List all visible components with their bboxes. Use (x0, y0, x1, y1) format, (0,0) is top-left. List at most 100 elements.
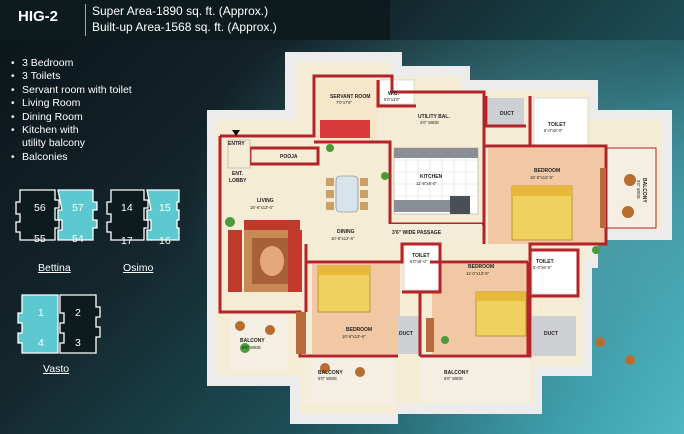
unit-2: 2 (75, 307, 81, 319)
label-balcony2: BALCONY (318, 370, 343, 376)
balcony3-floor (420, 354, 530, 402)
bullet-icon: • (11, 125, 15, 137)
bullet-icon: • (11, 151, 15, 163)
unit-4: 4 (38, 337, 44, 349)
feature-item: •Balconies (11, 150, 68, 163)
unit-1: 1 (38, 307, 44, 319)
toilet3-floor (531, 249, 579, 295)
toilet2-floor (403, 243, 441, 291)
label-toilet2: TOILET (412, 253, 430, 259)
bullet-icon: • (11, 58, 15, 69)
wardrobe2 (426, 318, 434, 352)
key-plan-osimo: 14 15 17 16 (106, 189, 180, 247)
label-bedroom3: BEDROOM (346, 327, 372, 333)
unit-17: 17 (121, 235, 133, 247)
dim-toilet1: 9'-0"x8'-0" (544, 128, 563, 133)
unit-16: 16 (159, 235, 171, 247)
wardrobe3 (296, 312, 306, 354)
dim-bedroom3: 10'-6"x13'-6" (342, 334, 366, 339)
dim-wc: 5'0"x3'0" (384, 97, 400, 102)
label-balcony-right: BALCONY (641, 178, 647, 203)
bullet-icon: • (11, 98, 15, 110)
dining-chairs (326, 178, 368, 210)
key-plan-bettina: 56 57 55 54 (15, 189, 98, 245)
label-servant-room: SERVANT ROOM (330, 94, 370, 100)
unit-type-title: HIG-2 (18, 8, 59, 25)
label-passage: 3'6" WIDE PASSAGE (392, 230, 442, 236)
living-sofa-right (288, 230, 302, 292)
bed3-pillows (318, 266, 370, 275)
feature-item: •Dining Room (11, 110, 83, 123)
unit-57: 57 (72, 202, 84, 214)
label-living: LIVING (257, 198, 274, 204)
feature-item: •3 Toilets (11, 70, 61, 83)
feature-list: •3 Bedroom •3 Toilets •Servant room with… (10, 57, 132, 164)
label-lobby: LOBBY (229, 178, 247, 184)
kitchen-counter (394, 148, 478, 158)
dim-balcony-right: 5'0" WIDE (636, 180, 641, 199)
dim-toilet2: 5'0"x8'-0" (410, 259, 428, 264)
unit-54: 54 (72, 233, 84, 245)
feature-item: •Kitchen with (11, 124, 79, 137)
servant-bed (320, 120, 370, 138)
passage-floor (386, 224, 482, 242)
label-utility: UTILITY BAL. (418, 114, 450, 120)
coffee-table (260, 246, 284, 276)
kitchen-counter-2 (394, 200, 454, 212)
header-separator (85, 4, 86, 36)
label-bedroom1: BEDROOM (534, 168, 560, 174)
dim-toilet3: 5'-0"x8'-0" (533, 265, 552, 270)
living-sofa-top (244, 220, 300, 230)
dim-balcony2: 5'0" WIDE (318, 376, 337, 381)
entry-lobby-floor (227, 139, 251, 169)
label-entry: ENTRY (228, 141, 245, 147)
key-plan-label-osimo: Osimo (123, 262, 154, 274)
label-pooja: POOJA (280, 154, 298, 160)
toilet1-floor (533, 97, 589, 147)
label-toilet1: TOILET (548, 122, 566, 128)
label-balcony1: BALCONY (240, 338, 265, 344)
dim-balcony3: 5'0" WIDE (444, 376, 463, 381)
unit-3: 3 (75, 337, 81, 349)
dim-dining: 10'-6"x12'-6" (331, 236, 355, 241)
stove (450, 196, 470, 214)
dim-servant-room: 7'0"x7'6" (336, 100, 352, 105)
label-toilet3: TOILET (536, 259, 554, 265)
header-bar (0, 0, 390, 40)
label-dining: DINING (337, 229, 355, 235)
dim-utility: 4'0" WIDE (420, 120, 439, 125)
builtup-area-text: Built-up Area-1568 sq. ft. (Approx.) (92, 20, 277, 34)
label-wc: W.C. (388, 91, 399, 97)
wardrobe1 (600, 168, 606, 228)
dim-living: 16'-6"x13'-0" (250, 205, 274, 210)
dim-kitchen: 11'-6"x8'-0" (416, 181, 437, 186)
balcony-chairs (235, 174, 636, 377)
bed1-pillows (512, 186, 572, 196)
bullet-icon: • (11, 111, 15, 123)
key-plan-vasto: 1 2 4 3 (17, 294, 101, 354)
unit-55: 55 (34, 233, 46, 245)
feature-item: •3 Bedroom (11, 57, 74, 69)
feature-item: •Servant room with toilet (11, 83, 132, 96)
label-kitchen: KITCHEN (420, 174, 443, 180)
label-duct2: DUCT (399, 331, 413, 337)
label-bedroom2: BEDROOM (468, 264, 494, 270)
duct2-floor (398, 316, 420, 354)
duct1-floor (488, 98, 524, 126)
key-plan-label-bettina: Bettina (38, 262, 71, 274)
label-balcony3: BALCONY (444, 370, 469, 376)
dim-bedroom1: 15'-0"x12'-0" (530, 175, 554, 180)
dim-balcony1: 6'0" WIDE (242, 345, 261, 350)
label-duct1: DUCT (500, 111, 514, 117)
plants (225, 144, 600, 353)
dim-bedroom2: 11'-0"x13'-6" (466, 271, 490, 276)
bed2-pillows (476, 292, 526, 301)
bullet-icon: • (11, 71, 15, 83)
duct3-floor (532, 316, 576, 356)
key-plans: 56 57 55 54 14 15 17 16 1 2 4 3 (15, 189, 180, 354)
label-duct3: DUCT (544, 331, 558, 337)
feature-item-continued: utility balcony (22, 137, 86, 150)
bullet-icon: • (11, 84, 15, 96)
